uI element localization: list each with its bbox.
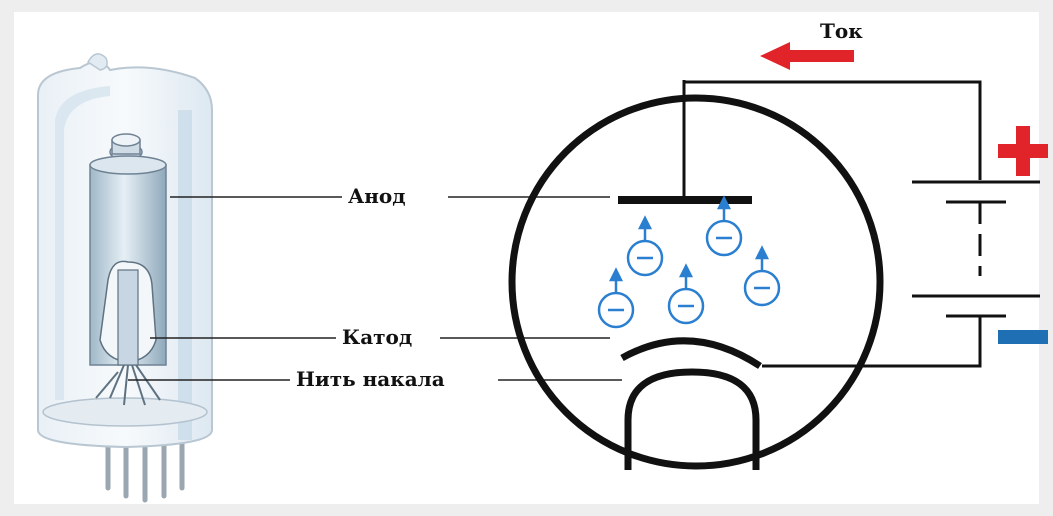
schematic-filament [624, 368, 760, 470]
electron [626, 215, 664, 277]
filament-leads [95, 364, 161, 406]
electron [705, 195, 743, 257]
tube-illustration [37, 53, 213, 503]
electron [743, 245, 781, 307]
anode-label: Анод [348, 184, 406, 208]
electron [597, 267, 635, 329]
tube-pins [105, 437, 185, 503]
glass-tip [87, 53, 108, 71]
current-label: Ток [820, 19, 863, 43]
filament-label: Нить накала [296, 367, 445, 391]
plus-sign [998, 126, 1048, 176]
schematic-envelope [508, 94, 884, 470]
circuit-wire-top [684, 80, 982, 180]
cathode-sleeve [117, 269, 139, 366]
diode-schematic [508, 42, 1048, 470]
label-leaders [128, 196, 622, 381]
schematic-cathode [620, 337, 762, 369]
current-arrow [760, 42, 854, 70]
cathode-label: Катод [342, 325, 413, 349]
electron [667, 263, 705, 325]
electrons [597, 195, 781, 329]
battery [912, 180, 1040, 318]
minus-sign [998, 330, 1048, 344]
circuit-wire-bottom [762, 316, 982, 368]
